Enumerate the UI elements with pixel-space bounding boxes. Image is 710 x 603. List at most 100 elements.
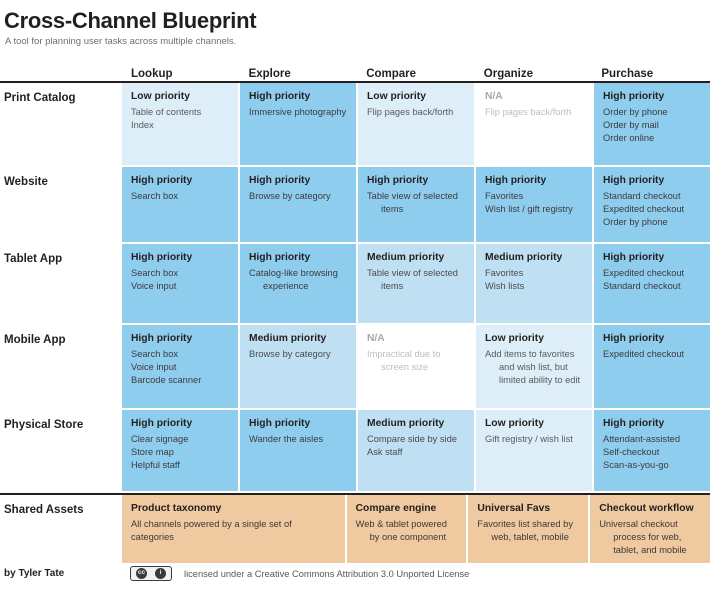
- header-rule: [0, 81, 710, 83]
- cell-detail-line: Voice input: [131, 362, 177, 373]
- cell-detail-list: All channels powered by a single set of …: [131, 518, 337, 544]
- cell-detail-line: Favorites list shared by: [477, 519, 573, 530]
- cell-detail-line: Helpful staff: [131, 460, 180, 470]
- cell-priority-label: High priority: [249, 175, 311, 186]
- cell-detail-list: Flip pages back/forth: [485, 106, 584, 119]
- cell-priority-label: High priority: [603, 175, 665, 186]
- cell-detail-list: Immersive photography: [249, 106, 348, 119]
- cell-priority-label: Checkout workflow: [599, 503, 694, 514]
- author-byline: by Tyler Tate: [4, 568, 65, 579]
- cell-detail-line: tablet, and mobile: [613, 545, 687, 555]
- creative-commons-icon[interactable]: cc i: [130, 566, 172, 581]
- cell-priority-label: High priority: [603, 91, 665, 102]
- cell-priority-label: High priority: [603, 418, 665, 429]
- blueprint-grid: Lookup Explore Compare Organize Purchase…: [0, 55, 710, 563]
- cell-detail-line: Expedited checkout: [603, 268, 685, 279]
- cell-detail-line: All channels powered by a single set of …: [131, 519, 292, 543]
- row-gap: [0, 242, 710, 244]
- cell-priority-label: N/A: [485, 91, 503, 102]
- cell-detail-list: Gift registry / wish list: [485, 433, 584, 446]
- cell-detail-line: Catalog-like browsing: [249, 268, 338, 279]
- cell-detail-line: Clear signage: [131, 434, 189, 445]
- row-label: Print Catalog: [4, 92, 76, 104]
- cell-detail-line: Wish lists: [485, 281, 525, 292]
- cell-priority-label: High priority: [131, 418, 193, 429]
- cell-detail-line: Immersive photography: [249, 107, 347, 118]
- cell-priority-label: High priority: [249, 252, 311, 263]
- cell-detail-line: Compare side by side: [367, 434, 457, 445]
- column-header-compare: Compare: [366, 68, 417, 81]
- cell-detail-line: by one component: [369, 532, 447, 543]
- row-label: Website: [4, 176, 48, 188]
- cell-detail-line: Universal checkout: [599, 519, 678, 530]
- cell-detail-line: limited ability to edit: [499, 375, 581, 385]
- cell-detail-line: Search box: [131, 191, 179, 202]
- cell-detail-list: Wander the aisles: [249, 433, 348, 446]
- page-footer: by Tyler Tate cc i licensed under a Crea…: [0, 566, 710, 581]
- column-header-purchase: Purchase: [601, 68, 654, 81]
- row-label: Mobile App: [4, 334, 66, 346]
- cell-detail-line: Voice input: [131, 281, 177, 292]
- cell-priority-label: Medium priority: [367, 252, 445, 263]
- shared-assets-rule: [0, 493, 710, 495]
- row-label: Physical Store: [4, 419, 84, 431]
- cell-detail-line: Attendant-assisted: [603, 434, 681, 445]
- cell-detail-line: Wish list / gift registry: [485, 204, 573, 215]
- cell-priority-label: Compare engine: [355, 503, 437, 514]
- cell-detail-line: Favorites: [485, 191, 524, 202]
- cell-priority-label: Low priority: [367, 91, 426, 102]
- cell-priority-label: N/A: [367, 333, 385, 344]
- cell-detail-line: Expedited checkout: [603, 349, 685, 360]
- cell-detail-line: Flip pages back/forth: [485, 107, 572, 118]
- cell-detail-line: Standard checkout: [603, 191, 681, 202]
- cell-detail-line: Self-checkout: [603, 447, 660, 458]
- cell-detail-line: Store map: [131, 447, 174, 458]
- row-gap: [0, 491, 710, 493]
- column-header-organize: Organize: [483, 68, 533, 81]
- cell-detail-line: process for web,: [613, 532, 682, 543]
- cell-detail-list: Flip pages back/forth: [367, 106, 466, 119]
- cell-detail-line: Table view of selected: [367, 268, 458, 279]
- cell-detail-line: screen size: [381, 362, 429, 373]
- cell-priority-label: High priority: [131, 175, 193, 186]
- column-header-explore: Explore: [248, 68, 291, 81]
- cell-detail-list: Expedited checkout: [603, 348, 702, 361]
- cell-detail-line: Add items to favorites: [485, 349, 575, 360]
- grid-cell: N/A Flip pages back/forth: [476, 83, 592, 165]
- cell-detail-line: Table of contents: [131, 107, 202, 118]
- cell-detail-list: Search box: [131, 190, 230, 203]
